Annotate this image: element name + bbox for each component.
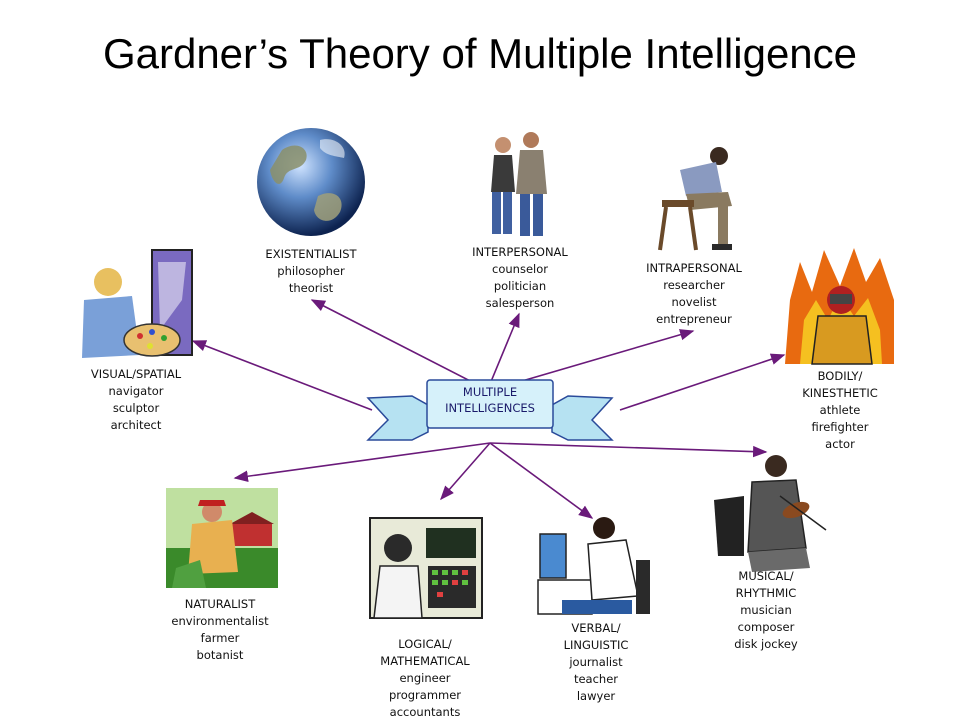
node-item: philosopher [277,264,345,278]
thinking-man-icon [658,147,732,251]
node-heading: INTRAPERSONAL [646,261,742,275]
node-item: programmer [388,688,462,702]
node-interpersonal: INTERPERSONAL counselor politician sales… [450,244,590,312]
node-item: athlete [819,403,861,417]
node-bodily-kinesthetic: BODILY/ KINESTHETIC athlete firefighter … [770,368,910,453]
node-item: accountants [389,705,461,719]
arrow-to-naturalist [233,442,491,482]
node-logical-mathematical: LOGICAL/ MATHEMATICAL engineer programme… [355,636,495,721]
node-item: politician [493,279,547,293]
node-heading: KINESTHETIC [802,386,878,400]
node-heading: MUSICAL/ [738,569,794,583]
node-item: farmer [200,631,240,645]
center-line-1: MULTIPLE [462,385,518,399]
farmer-icon [166,488,278,588]
earth-globe-icon [257,128,365,236]
node-verbal-linguistic: VERBAL/ LINGUISTIC journalist teacher la… [526,620,666,705]
center-banner [366,379,614,441]
arrow-to-musical [489,442,768,458]
node-intrapersonal: INTRAPERSONAL researcher novelist entrep… [624,260,764,328]
node-item: engineer [399,671,451,685]
node-heading: LOGICAL/ [398,637,452,651]
node-item: musician [740,603,792,617]
node-heading: RHYTHMIC [735,586,797,600]
node-heading: NATURALIST [184,597,256,611]
node-musical-rhythmic: MUSICAL/ RHYTHMIC musician composer disk… [696,568,836,653]
node-item: environmentalist [171,614,269,628]
node-existentialist: EXISTENTIALIST philosopher theorist [241,246,381,297]
firefighter-icon [785,248,894,365]
arrow-to-visual [191,340,373,411]
node-item: lawyer [576,689,616,703]
node-item: actor [825,437,855,451]
node-item: teacher [573,672,619,686]
node-item: counselor [492,262,548,276]
node-item: salesperson [485,296,555,310]
node-visual-spatial: VISUAL/SPATIAL navigator sculptor archit… [66,366,206,434]
computer-operator-icon [369,517,483,619]
arrow-to-existentialist [310,299,481,387]
node-item: theorist [288,281,334,295]
arrow-to-logical [440,442,491,501]
node-item: novelist [671,295,717,309]
node-item: botanist [196,648,244,662]
arrow-to-bodily [619,353,786,411]
node-naturalist: NATURALIST environmentalist farmer botan… [150,596,290,664]
center-line-2: INTELLIGENCES [445,401,535,415]
typist-icon [537,517,650,615]
node-heading: MATHEMATICAL [380,654,470,668]
connector-arrows [191,299,786,519]
node-item: navigator [108,384,164,398]
node-item: composer [737,620,795,634]
painter-icon [82,249,193,358]
arrow-to-interpersonal [489,312,520,385]
node-heading: VERBAL/ [571,621,621,635]
arrow-to-intrapersonal [504,329,695,387]
page-title: Gardner’s Theory of Multiple Intelligenc… [102,30,858,77]
node-item: disk jockey [734,637,798,651]
node-item: journalist [569,655,623,669]
node-heading: INTERPERSONAL [472,245,568,259]
violinist-icon [714,455,827,572]
arrow-to-verbal [489,442,594,519]
node-heading: EXISTENTIALIST [265,247,357,261]
node-item: sculptor [112,401,160,415]
center-banner-label: MULTIPLE INTELLIGENCES [430,384,550,416]
node-heading: BODILY/ [817,369,863,383]
node-item: entrepreneur [656,312,732,326]
two-people-icon [491,132,547,236]
node-item: firefighter [811,420,869,434]
node-item: architect [110,418,162,432]
node-heading: LINGUISTIC [563,638,629,652]
node-heading: VISUAL/SPATIAL [90,367,182,381]
node-item: researcher [663,278,725,292]
